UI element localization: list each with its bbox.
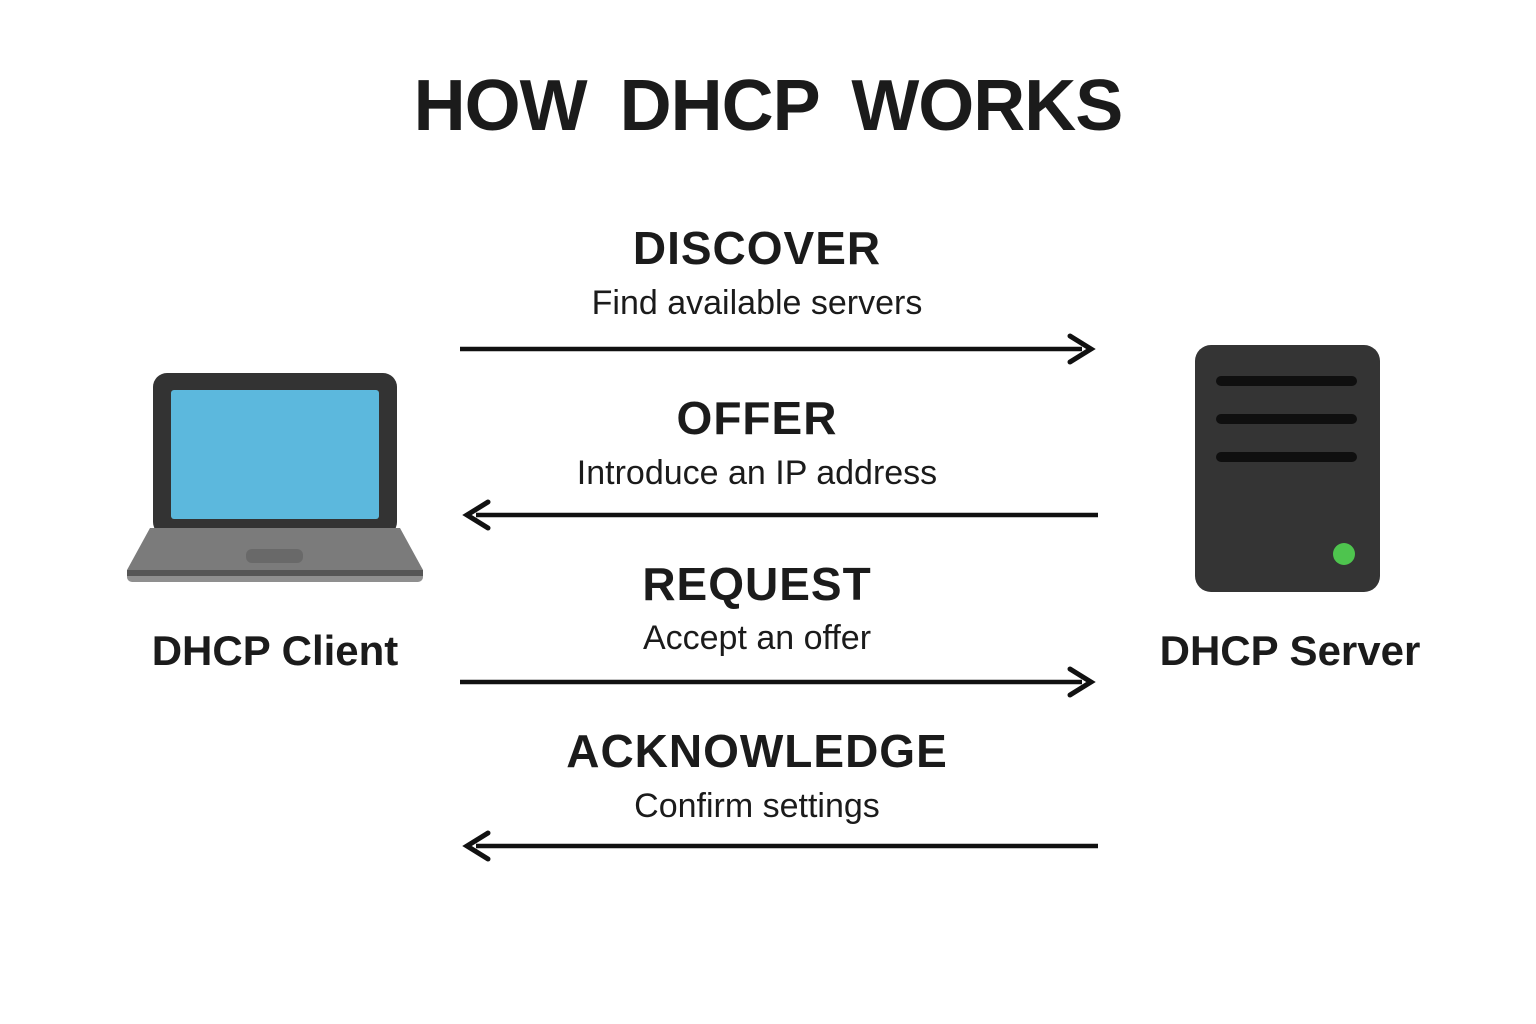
- laptop-base-band: [127, 570, 423, 576]
- arrow-right-icon: [460, 333, 1096, 365]
- arrow-head: [1067, 666, 1096, 698]
- server-label: DHCP Server: [1159, 627, 1421, 674]
- page-title: HOW DHCP WORKS: [413, 66, 1124, 146]
- message-description-request: Accept an offer: [642, 619, 872, 657]
- arrow-left-icon: [462, 830, 1098, 862]
- server-led: [1333, 543, 1355, 565]
- laptop-icon: [127, 373, 423, 582]
- server-slot: [1216, 414, 1357, 424]
- message-name-discover: DISCOVER: [632, 222, 882, 274]
- message-description-offer: Introduce an IP address: [576, 454, 938, 492]
- arrow-head: [462, 499, 491, 531]
- arrow-left-icon: [462, 499, 1098, 531]
- server-body: [1195, 345, 1380, 592]
- message-name-acknowledge: ACKNOWLEDGE: [566, 725, 948, 777]
- message-name-offer: OFFER: [676, 392, 838, 444]
- arrow-right-icon: [460, 666, 1096, 698]
- server-icon: [1195, 345, 1380, 592]
- server-slot: [1216, 452, 1357, 462]
- client-label: DHCP Client: [151, 627, 399, 674]
- laptop-trackpad: [246, 549, 303, 563]
- arrow-head: [462, 830, 491, 862]
- arrow-head: [1067, 333, 1096, 365]
- message-description-acknowledge: Confirm settings: [634, 787, 880, 825]
- message-name-request: REQUEST: [642, 558, 872, 610]
- laptop-screen: [171, 390, 379, 519]
- message-description-discover: Find available servers: [591, 284, 923, 322]
- server-slot: [1216, 376, 1357, 386]
